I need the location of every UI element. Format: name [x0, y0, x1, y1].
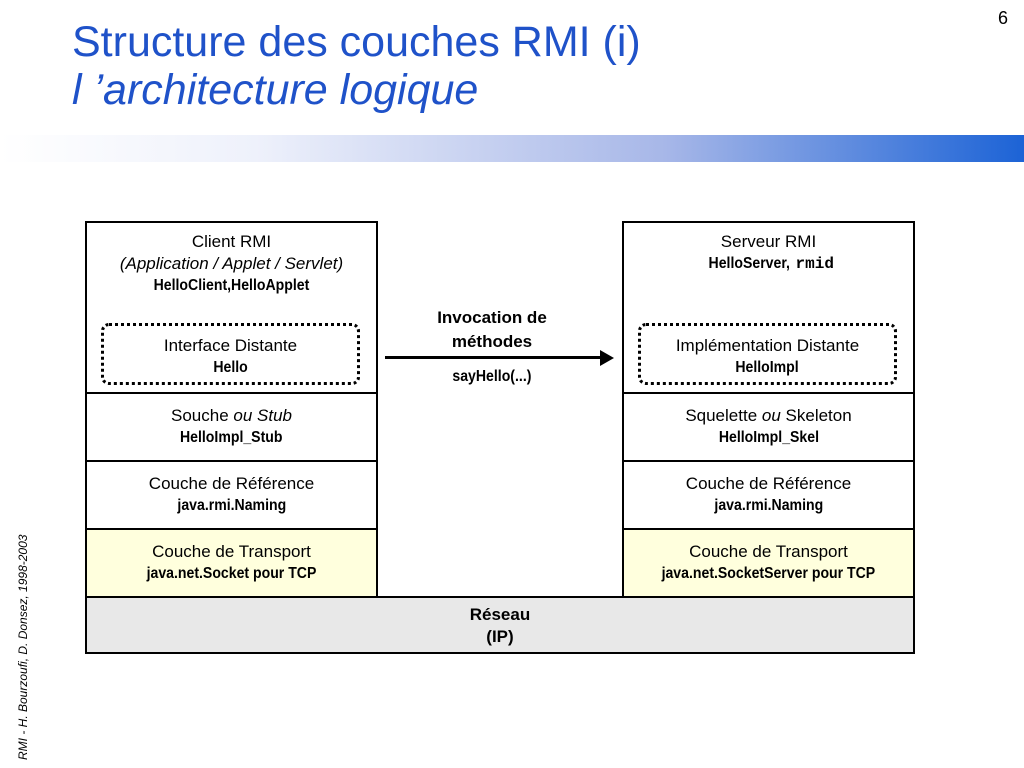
server-reference-label: Couche de Référence	[685, 474, 852, 493]
server-app-box: Serveur RMI HelloServer, rmid	[622, 221, 915, 394]
client-stub-box: Souche ou Stub HelloImpl_Stub	[85, 392, 378, 462]
server-reference-name: java.rmi.Naming	[714, 497, 823, 514]
client-title: Client RMI	[191, 232, 272, 251]
gradient-band	[0, 135, 1024, 162]
client-interface-box: Interface Distante Hello	[101, 323, 360, 385]
client-app-box: Client RMI (Application / Applet / Servl…	[85, 221, 378, 394]
invocation-arrow-line	[385, 356, 605, 359]
network-protocol: (IP)	[486, 627, 514, 646]
client-subtitle: (Application / Applet / Servlet)	[119, 254, 344, 273]
client-reference-label: Couche de Référence	[148, 474, 315, 493]
invocation-arrow-head	[600, 350, 614, 366]
client-transport-label: Couche de Transport	[152, 542, 311, 561]
side-credit: RMI - H. Bourzoufi, D. Donsez, 1998-2003	[16, 534, 30, 760]
invocation-label: Invocation de méthodes	[437, 308, 547, 351]
server-skeleton-box: Squelette ou Skeleton HelloImpl_Skel	[622, 392, 915, 462]
network-box: Réseau (IP)	[85, 596, 915, 654]
title-line-1: Structure des couches RMI (i)	[72, 18, 641, 66]
server-impl-box: Implémentation Distante HelloImpl	[638, 323, 897, 385]
server-skeleton-name: HelloImpl_Skel	[718, 429, 819, 446]
server-transport-box: Couche de Transport java.net.SocketServe…	[622, 528, 915, 598]
server-reference-box: Couche de Référence java.rmi.Naming	[622, 460, 915, 530]
invocation-method: sayHello(...)	[452, 368, 532, 385]
server-classes: HelloServer, rmid	[708, 255, 834, 273]
client-interface-name: Hello	[213, 359, 248, 376]
client-transport-name: java.net.Socket pour TCP	[146, 565, 317, 582]
client-stub-name: HelloImpl_Stub	[180, 429, 283, 446]
slide-title: Structure des couches RMI (i) l ’archite…	[72, 18, 641, 114]
client-transport-box: Couche de Transport java.net.Socket pour…	[85, 528, 378, 598]
title-line-2: l ’architecture logique	[72, 66, 479, 114]
slide-number: 6	[997, 8, 1008, 28]
server-impl-label: Implémentation Distante	[675, 336, 860, 355]
client-reference-name: java.rmi.Naming	[177, 497, 286, 514]
client-interface-label: Interface Distante	[163, 336, 298, 355]
server-transport-label: Couche de Transport	[689, 542, 848, 561]
server-impl-name: HelloImpl	[735, 359, 800, 376]
network-label: Réseau	[469, 605, 531, 624]
server-skeleton-label: Squelette ou Skeleton	[685, 406, 852, 425]
server-title: Serveur RMI	[720, 232, 817, 251]
client-classes: HelloClient,HelloApplet	[153, 277, 310, 294]
client-reference-box: Couche de Référence java.rmi.Naming	[85, 460, 378, 530]
client-stub-label: Souche ou Stub	[171, 406, 292, 425]
server-transport-name: java.net.SocketServer pour TCP	[661, 565, 876, 582]
